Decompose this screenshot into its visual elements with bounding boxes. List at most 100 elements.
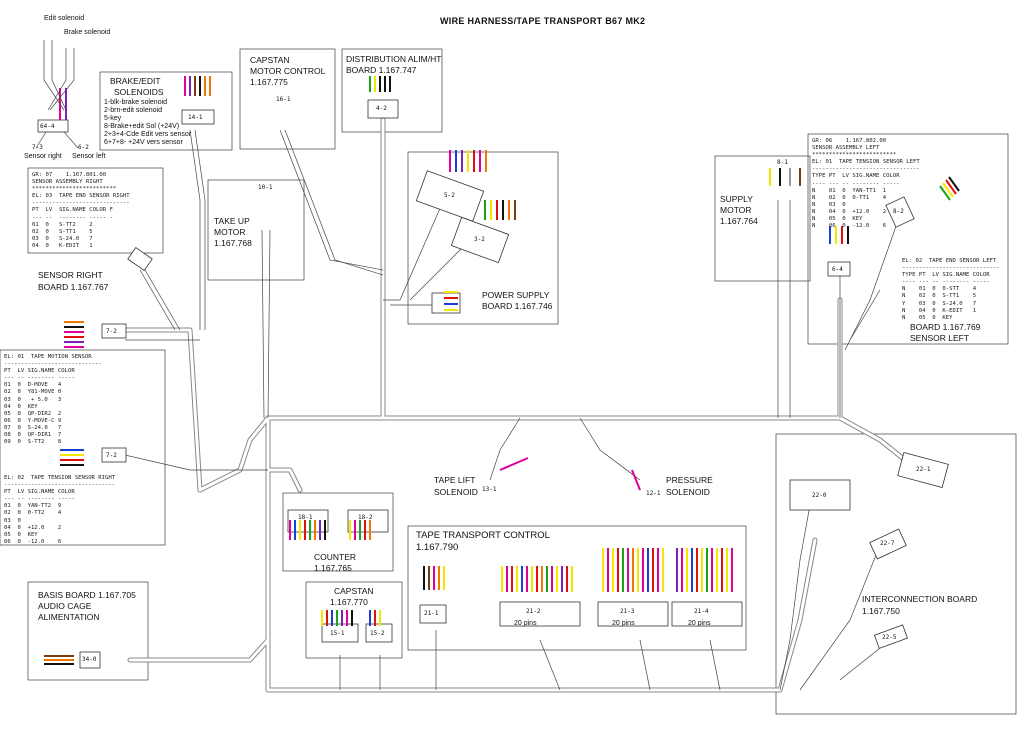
conn-label-34-0: 34-0	[82, 656, 97, 663]
basis-board-label: BASIS BOARD 1.167.705	[38, 590, 136, 600]
tape-lift-label-2: SOLENOID	[434, 487, 478, 497]
connector-5-2	[415, 170, 485, 222]
conn-label-7-2a: 7-2	[106, 328, 117, 335]
connector-22-7	[869, 528, 907, 560]
board-sensor-left-label: SENSOR LEFT	[910, 333, 970, 343]
stubs-34-0	[44, 655, 74, 665]
stubs-21-1	[423, 566, 445, 590]
conn-label-15-1: 15-1	[330, 630, 345, 637]
supply-motor-label-2: MOTOR	[720, 205, 752, 215]
capstan-motor-control-label: CAPSTAN	[250, 55, 290, 65]
conn-label-5-2: 5-2	[444, 192, 455, 199]
tape-transport-control-box	[407, 525, 747, 651]
conn-label-8-2: 8-2	[893, 208, 904, 215]
sensor-left-small-label: Sensor left	[72, 153, 106, 160]
tape-motion-table-box	[0, 349, 166, 546]
tape-transport-control-number: 1.167.790	[416, 542, 459, 553]
supply-motor-number: 1.167.764	[720, 216, 758, 226]
connector-7-2a	[101, 323, 127, 339]
conn-label-64-4: 64-4	[40, 123, 55, 130]
brake-edit-line-1: 1-blk-brake solenoid	[104, 99, 168, 106]
distribution-label: DISTRIBUTION ALIM/HT	[346, 54, 442, 64]
pins-label-21-2: 20 pins	[514, 620, 537, 627]
pins-label-21-3: 20 pins	[612, 620, 635, 627]
connector-15-1	[321, 623, 359, 643]
stubs-18	[289, 520, 371, 540]
stubs-21-2	[501, 566, 573, 592]
counter-number: 1.167.765	[314, 563, 352, 573]
conn-label-8-1: 8-1	[777, 159, 788, 166]
pressure-label: PRESSURE	[666, 475, 713, 485]
supply-motor-box	[714, 155, 811, 282]
brake-edit-title-2: SOLENOIDS	[114, 87, 164, 97]
table-tape-motion-sensor: EL: 01 TAPE MOTION SENSOR --------------…	[4, 354, 102, 446]
brake-edit-line-6: 6+7+8- +24V vers sensor	[104, 139, 183, 146]
stubs-3-2	[484, 200, 516, 220]
stubs-4-2	[369, 76, 391, 92]
brake-edit-box	[99, 71, 233, 151]
basis-board-label-2: AUDIO CAGE	[38, 601, 92, 611]
conn-label-16-1: 16-1	[276, 96, 291, 103]
brake-edit-line-4: 8-Brake+edit Sol (+24V)	[104, 123, 180, 130]
edit-solenoid-label: Edit solenoid	[44, 15, 85, 22]
stubs-14-1	[184, 76, 211, 96]
capstan-number: 1.167.770	[330, 597, 368, 607]
sensor-right-board-label: SENSOR RIGHT	[38, 270, 103, 280]
connector-14-1	[181, 109, 215, 125]
brake-solenoid-label: Brake solenoid	[64, 29, 111, 36]
sensor-right-table-box	[27, 167, 164, 254]
stubs-power	[444, 291, 458, 311]
brake-edit-title: BRAKE/EDIT	[110, 76, 161, 86]
conn-label-4-2: 4-2	[376, 105, 387, 112]
connector-22-0	[789, 479, 851, 511]
stubs-5-2	[449, 150, 487, 172]
diagram-title: WIRE HARNESS/TAPE TRANSPORT B67 MK2	[440, 16, 646, 26]
board-sensor-left-number: BOARD 1.167.769	[910, 322, 981, 332]
connector-21-4	[671, 601, 743, 627]
capstan-motor-control-number: 1.167.775	[250, 77, 288, 87]
stubs-7-2a	[64, 321, 84, 348]
connector-18-2	[347, 509, 389, 533]
connector-21-1	[419, 604, 447, 624]
connector-21-3	[597, 601, 669, 627]
supply-motor-label: SUPPLY	[720, 194, 753, 204]
stubs-21-4	[676, 548, 733, 592]
conn-label-15-2: 15-2	[370, 630, 385, 637]
conn-label-7-2b: 7-2	[106, 452, 117, 459]
stubs-8-2	[939, 176, 960, 201]
conn-label-18-2: 18-2	[358, 514, 373, 521]
connector-64-4	[37, 119, 69, 133]
harness-to-basis	[127, 637, 271, 663]
stubs-21-3	[602, 548, 664, 592]
conn-label-7-3: 7-3	[32, 144, 43, 151]
conn-label-18-1: 18-1	[298, 514, 313, 521]
conn-label-6-4: 6-4	[832, 266, 843, 273]
brake-edit-line-3: 5-key	[104, 115, 122, 122]
conn-label-12-1: 12-1	[646, 490, 661, 497]
stubs-7-2b	[60, 449, 84, 466]
brake-edit-line-5: 2+3+4-Cde Edit vers sensor	[104, 131, 192, 138]
tape-lift-label: TAPE LIFT	[434, 475, 476, 485]
counter-label: COUNTER	[314, 552, 357, 562]
take-up-motor-box	[207, 179, 305, 281]
capstan-label: CAPSTAN	[334, 586, 374, 596]
stubs-8-1	[769, 168, 801, 186]
tape-transport-control-label: TAPE TRANSPORT CONTROL	[416, 530, 550, 541]
basis-board-box	[27, 581, 149, 681]
connector-7-3	[127, 246, 153, 272]
conn-label-10-1: 10-1	[258, 184, 273, 191]
stubs-6-4	[829, 226, 849, 244]
conn-label-22-5: 22-5	[882, 634, 897, 641]
connector-18-1	[287, 509, 329, 533]
connector-34-0	[79, 651, 101, 669]
conn-label-14-1: 14-1	[188, 114, 203, 121]
take-up-motor-label: TAKE UP	[214, 216, 250, 226]
stubs-15	[321, 610, 381, 626]
take-up-motor-number: 1.167.768	[214, 238, 252, 248]
conn-label-21-1: 21-1	[424, 610, 439, 617]
conn-label-22-0: 22-0	[812, 492, 827, 499]
table-tape-end-left: EL: 02 TAPE END SENSOR LEFT ------------…	[902, 258, 1000, 321]
power-supply-label: POWER SUPPLY	[482, 290, 550, 300]
sensor-right-board-number: BOARD 1.167.767	[38, 282, 109, 292]
